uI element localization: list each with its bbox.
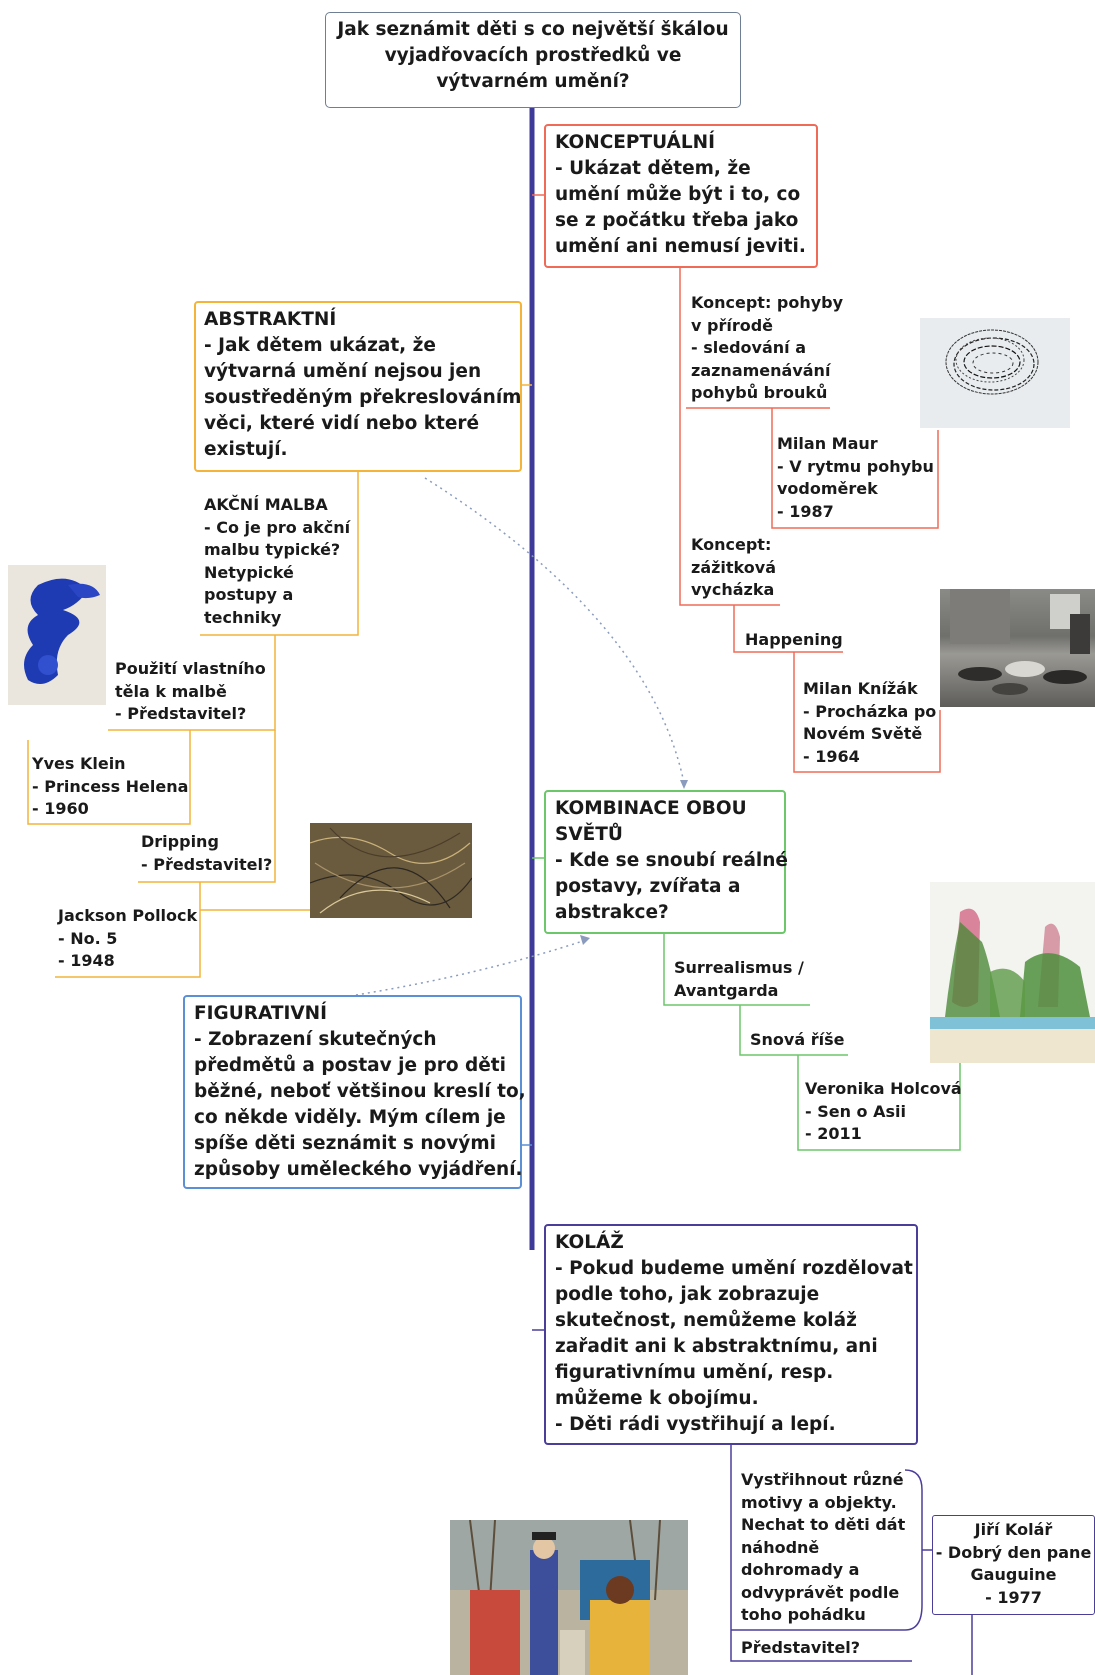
artist-yves-klein: Yves Klein - Princess Helena - 1960 (32, 754, 189, 818)
combined-text: KOMBINACE OBOU SVĚTŮ - Kde se snoubí reá… (555, 798, 788, 923)
jiri-kolar-artwork-image (450, 1520, 688, 1675)
happening-label: Happening (745, 630, 843, 649)
collage-box (544, 1224, 918, 1445)
figurative-text: FIGURATIVNÍ - Zobrazení skutečných předm… (194, 1003, 526, 1180)
body-painting: Použití vlastního těla k malbě - Předsta… (115, 659, 266, 723)
central-question: Jak seznámit děti s co největší škálou v… (337, 19, 729, 92)
collage-activity: Vystřihnout různé motivy a objekty. Nech… (741, 1470, 906, 1624)
collage-text: KOLÁŽ - Pokud budeme umění rozdělovat po… (555, 1232, 913, 1435)
conceptual-box (544, 124, 818, 268)
abstract-text: ABSTRAKTNÍ - Jak dětem ukázat, že výtvar… (204, 309, 522, 460)
dream-realm: Snová říše (750, 1030, 845, 1049)
milan-knizak-happening-photo (940, 589, 1095, 707)
action-painting: AKČNÍ MALBA - Co je pro akční malbu typi… (204, 495, 351, 627)
dripping-label: Dripping - Představitel? (141, 832, 273, 874)
artist-veronika-holcova: Veronika Holcová - Sen o Asii - 2011 (805, 1079, 962, 1143)
artist-jackson-pollock: Jackson Pollock - No. 5 - 1948 (58, 906, 198, 970)
artist-milan-maur: Milan Maur - V rytmu pohybu vodoměrek - … (777, 434, 934, 521)
milan-maur-artwork-image (920, 318, 1070, 428)
abstract-box (194, 301, 522, 472)
figurative-box (183, 995, 522, 1189)
artist-milan-knizak: Milan Knížák - Procházka po Novém Světě … (803, 679, 937, 766)
veronika-holcova-artwork-image (930, 882, 1095, 1063)
conceptual-text: KONCEPTUÁLNÍ - Ukázat dětem, že umění mů… (555, 132, 806, 257)
central-question-box (325, 12, 741, 108)
surrealism-avantgarde: Surrealismus / Avantgarda (674, 958, 804, 1000)
artist-jiri-kolar: Jiří Kolář - Dobrý den pane Gauguine - 1… (935, 1520, 1092, 1607)
collage-representative: Představitel? (741, 1638, 861, 1657)
concept-nature-movement: Koncept: pohyby v přírodě - sledování a … (691, 293, 844, 402)
jiri-kolar-box (932, 1515, 1095, 1615)
combined-box (544, 790, 786, 934)
yves-klein-artwork-image (8, 565, 106, 705)
concept-experience-walk: Koncept: zážitková vycházka (691, 535, 776, 599)
jackson-pollock-artwork-image (310, 823, 472, 918)
